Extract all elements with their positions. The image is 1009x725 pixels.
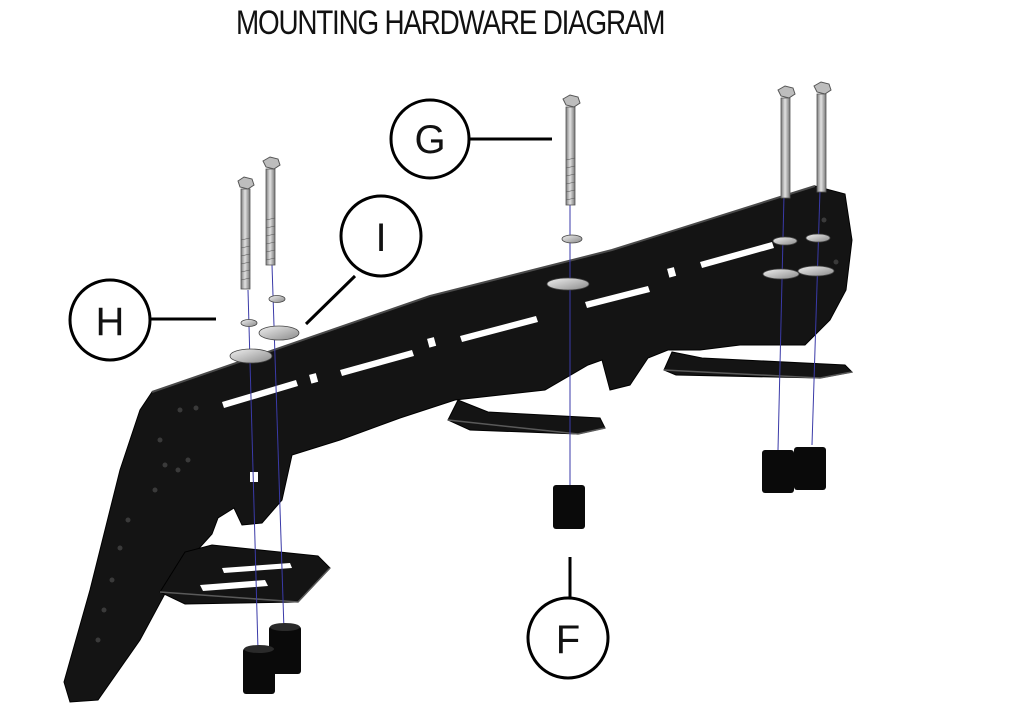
alignment-lines [247,189,821,651]
bolt-left-2 [262,156,281,266]
bracket-foot-right [663,351,854,379]
callout-label-f: F [556,618,580,662]
callout-label-i: I [375,216,386,260]
bracket-foot-middle [447,399,606,435]
leader-lines [151,137,572,598]
bolt-middle [562,94,581,206]
callout-label-h: H [96,300,125,344]
bracket-holes [95,217,839,643]
callout-label-g: G [414,118,445,162]
callout-h: H [68,278,152,362]
diagram-title: MOUNTING HARDWARE DIAGRAM [236,4,665,42]
bracket-foot-edge [159,369,853,603]
bolt-right-1 [777,85,796,199]
bracket-top-edge [151,185,816,393]
callout-i: I [339,194,423,278]
mounting-bracket [63,185,853,703]
spacers [243,447,826,694]
callout-g: G [389,98,471,180]
bracket-slots [200,242,774,591]
bolt-right-2 [813,81,832,193]
callout-f: F [526,596,610,680]
bolt-left-1 [237,176,255,290]
washers [229,233,835,364]
